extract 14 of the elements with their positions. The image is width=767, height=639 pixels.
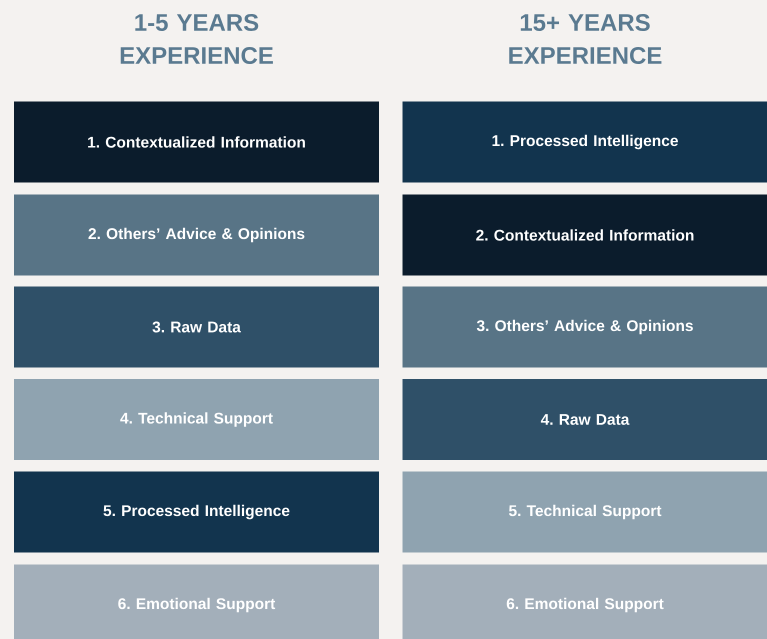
ranked-item-box: 2. Contextualized Information xyxy=(402,194,767,276)
ranked-item-box: 5. Technical Support xyxy=(402,472,767,552)
ranked-item-box: 6. Emotional Support xyxy=(402,564,767,639)
ranked-item-box: 6. Emotional Support xyxy=(14,564,379,639)
ranked-item-box: 5. Processed Intelligence xyxy=(14,472,379,552)
ranked-item-box: 4. Raw Data xyxy=(402,379,767,460)
ranked-item-box: 4. Technical Support xyxy=(14,379,379,460)
ranked-item-box: 2. Others’ Advice & Opinions xyxy=(14,194,379,276)
ranked-item-box: 1. Contextualized Information xyxy=(14,102,379,182)
column-heading: 15+ YEARS EXPERIENCE xyxy=(509,14,662,64)
ranked-item-box: 1. Processed Intelligence xyxy=(402,102,767,182)
ranked-item-box: 3. Raw Data xyxy=(14,286,379,368)
column-heading: 1-5 YEARS EXPERIENCE xyxy=(120,14,273,64)
ranked-item-box: 3. Others’ Advice & Opinions xyxy=(402,286,767,368)
